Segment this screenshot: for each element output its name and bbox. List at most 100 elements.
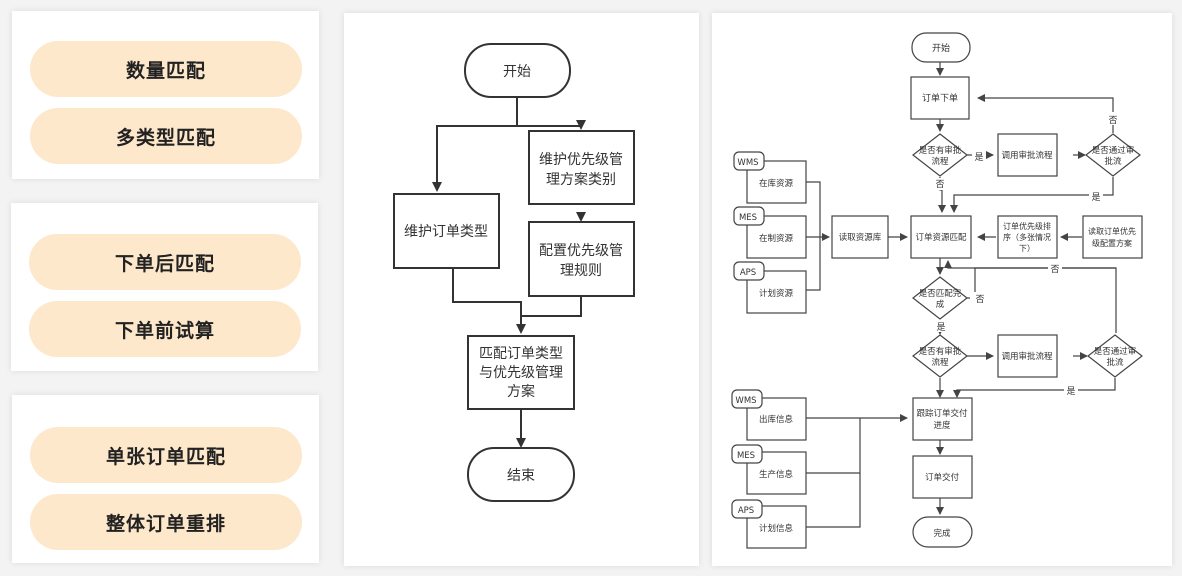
outbound-info-label: 出库信息 [759, 414, 794, 425]
aps-plan-resource[interactable]: APS 计划资源 [733, 261, 807, 314]
priority-sort-line2: 序（多张情况 [1003, 232, 1051, 242]
deliver-order-node[interactable]: 订单交付 [912, 455, 973, 499]
call-approval-2-label: 调用审批流程 [1001, 351, 1053, 362]
matching-dimension-card: 数量匹配 多类型匹配 [12, 11, 319, 179]
start-label: 开始 [503, 64, 531, 80]
mes-system-label: MES [739, 213, 757, 223]
yes-label: 是 [1066, 386, 1075, 397]
call-approval-node-1[interactable]: 调用审批流程 [997, 133, 1058, 177]
mes-system-label: MES [737, 451, 755, 461]
match-done-line2: 成 [936, 299, 945, 310]
order-matching-process-flowchart: 是 否 是 否 否 否 是 是 开始 订单下单 是否有审批 流程 调用审批流 [731, 32, 1143, 549]
start-node[interactable]: 开始 [464, 43, 571, 98]
maintain-order-type-label: 维护订单类型 [404, 224, 488, 240]
wms-stock-resource[interactable]: WMS 在库资源 [733, 151, 807, 204]
read-priority-config-line1: 读取订单优先 [1088, 226, 1136, 236]
has-approval-1-line2: 流程 [931, 156, 949, 167]
connector [452, 268, 526, 334]
plan-resource-label: 计划资源 [759, 288, 794, 299]
passed-approval-2-line2: 批流 [1106, 357, 1124, 368]
match-done-line1: 是否匹配完 [919, 288, 962, 299]
deliver-order-label: 订单交付 [925, 472, 960, 483]
overall-reorder-pill[interactable]: 整体订单重排 [30, 494, 302, 550]
track-delivery-node[interactable]: 跟踪订单交付 进度 [912, 397, 973, 441]
connector [432, 97, 518, 192]
yes-label: 是 [936, 322, 945, 333]
passed-approval-2-line1: 是否通过审 [1094, 346, 1137, 357]
track-delivery-line2: 进度 [933, 420, 951, 431]
no-label: 否 [935, 179, 944, 190]
passed-approval-1-line1: 是否通过审 [1092, 145, 1135, 156]
detail-start-node[interactable]: 开始 [911, 32, 971, 63]
no-label: 否 [1050, 264, 1059, 275]
priority-config-flowchart-panel: 开始 维护订单类型 维护优先级管 理方案类别 配置优先级管 理规则 匹配订单类型… [344, 13, 699, 566]
plan-info-label: 计划信息 [759, 523, 794, 534]
priority-sort-line1: 订单优先级排 [1003, 221, 1051, 231]
order-priority-sort-node[interactable]: 订单优先级排 序（多张情况 下） [997, 215, 1058, 259]
no-label: 否 [975, 294, 984, 305]
order-matching-process-panel: 是 否 是 否 否 否 是 是 开始 订单下单 是否有审批 流程 调用审批流 [712, 13, 1172, 566]
has-approval-decision-2[interactable]: 是否有审批 流程 [912, 334, 968, 378]
end-label: 结束 [507, 468, 535, 484]
order-resource-match-label: 订单资源匹配 [915, 232, 967, 243]
passed-approval-decision-1[interactable]: 是否通过审 批流 [1085, 133, 1141, 177]
wms-outbound-info[interactable]: WMS 出库信息 [731, 389, 807, 441]
connectors [806, 62, 1117, 528]
aps-system-label: APS [738, 506, 754, 516]
place-order-node[interactable]: 订单下单 [910, 76, 970, 120]
match-order-type-scheme-node[interactable]: 匹配订单类型 与优先级管理 方案 [467, 335, 575, 410]
track-delivery-line1: 跟踪订单交付 [916, 408, 968, 419]
passed-approval-decision-2[interactable]: 是否通过审 批流 [1087, 334, 1143, 378]
maintain-priority-category-node[interactable]: 维护优先级管 理方案类别 [528, 130, 635, 205]
post-order-match-pill[interactable]: 下单后匹配 [29, 234, 301, 290]
complete-label: 完成 [933, 528, 951, 539]
stock-resource-label: 在库资源 [759, 178, 794, 189]
maintain-priority-category-line2: 理方案类别 [546, 171, 616, 188]
match-done-decision[interactable]: 是否匹配完 成 [912, 276, 968, 320]
complete-node[interactable]: 完成 [912, 516, 973, 548]
call-approval-node-2[interactable]: 调用审批流程 [997, 334, 1058, 378]
mes-production-info[interactable]: MES 生产信息 [731, 444, 807, 495]
read-resource-db-node[interactable]: 读取资源库 [831, 215, 889, 259]
has-approval-1-line1: 是否有审批 [919, 145, 962, 156]
match-line3: 方案 [507, 383, 535, 400]
match-line1: 匹配订单类型 [479, 346, 563, 362]
connector [517, 120, 586, 130]
connector [521, 296, 582, 317]
read-priority-config-node[interactable]: 读取订单优先 级配置方案 [1082, 215, 1143, 259]
multi-type-match-pill[interactable]: 多类型匹配 [30, 108, 302, 164]
quantity-match-pill[interactable]: 数量匹配 [30, 41, 302, 97]
read-priority-config-line2: 级配置方案 [1092, 238, 1132, 248]
matching-scope-card: 单张订单匹配 整体订单重排 [12, 395, 319, 563]
call-approval-1-label: 调用审批流程 [1001, 150, 1053, 161]
wip-resource-label: 在制资源 [759, 233, 794, 244]
passed-approval-1-line2: 批流 [1104, 156, 1122, 167]
read-resource-db-label: 读取资源库 [839, 232, 882, 243]
aps-system-label: APS [740, 268, 756, 278]
no-label: 否 [1108, 115, 1117, 126]
detail-start-label: 开始 [932, 42, 950, 54]
pre-order-trial-pill[interactable]: 下单前试算 [29, 301, 301, 357]
wms-system-label: WMS [737, 158, 758, 168]
priority-sort-line3: 下） [1019, 244, 1035, 253]
place-order-label: 订单下单 [922, 92, 958, 104]
mes-wip-resource[interactable]: MES 在制资源 [733, 206, 807, 259]
end-node[interactable]: 结束 [467, 447, 575, 502]
order-resource-match-node[interactable]: 订单资源匹配 [910, 215, 972, 259]
configure-priority-rules-line1: 配置优先级管 [539, 243, 623, 259]
wms-system-label: WMS [735, 396, 756, 406]
has-approval-decision-1[interactable]: 是否有审批 流程 [912, 133, 968, 177]
has-approval-2-line2: 流程 [931, 357, 949, 368]
has-approval-2-line1: 是否有审批 [919, 346, 962, 357]
yes-label: 是 [974, 152, 983, 163]
match-line2: 与优先级管理 [479, 365, 563, 381]
yes-label: 是 [1091, 192, 1100, 203]
matching-timing-card: 下单后匹配 下单前试算 [11, 203, 318, 371]
priority-config-flowchart: 开始 维护订单类型 维护优先级管 理方案类别 配置优先级管 理规则 匹配订单类型… [393, 43, 635, 502]
maintain-order-type-node[interactable]: 维护订单类型 [393, 193, 500, 269]
configure-priority-rules-line2: 理规则 [560, 263, 602, 279]
configure-priority-rules-node[interactable]: 配置优先级管 理规则 [528, 221, 635, 297]
production-info-label: 生产信息 [759, 469, 794, 480]
aps-plan-info[interactable]: APS 计划信息 [731, 499, 807, 549]
single-order-match-pill[interactable]: 单张订单匹配 [30, 427, 302, 483]
